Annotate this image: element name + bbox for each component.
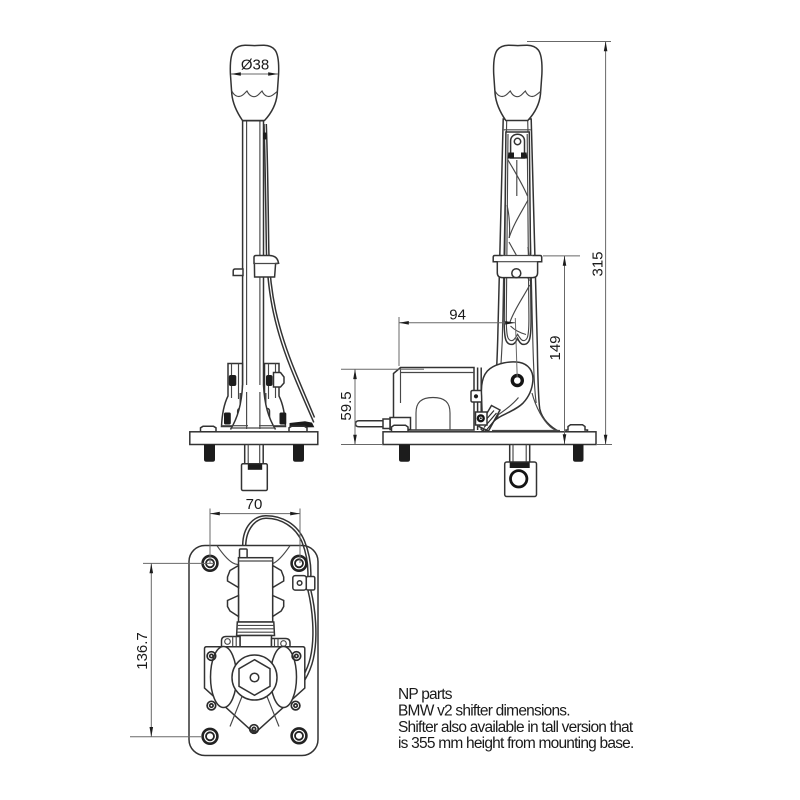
svg-text:BMW v2 shifter dimensions.: BMW v2 shifter dimensions.	[398, 703, 570, 720]
svg-text:149: 149	[547, 335, 564, 360]
svg-text:94: 94	[449, 307, 466, 324]
svg-text:136.7: 136.7	[134, 632, 151, 670]
svg-text:NP parts: NP parts	[398, 686, 453, 703]
svg-text:is 355 mm height from mounting: is 355 mm height from mounting base.	[398, 735, 634, 752]
svg-text:315: 315	[589, 251, 606, 276]
svg-text:70: 70	[246, 496, 263, 513]
svg-text:Ø38: Ø38	[241, 57, 269, 74]
svg-text:59.5: 59.5	[338, 391, 355, 420]
svg-text:Shifter also available in tall: Shifter also available in tall version t…	[398, 719, 634, 736]
